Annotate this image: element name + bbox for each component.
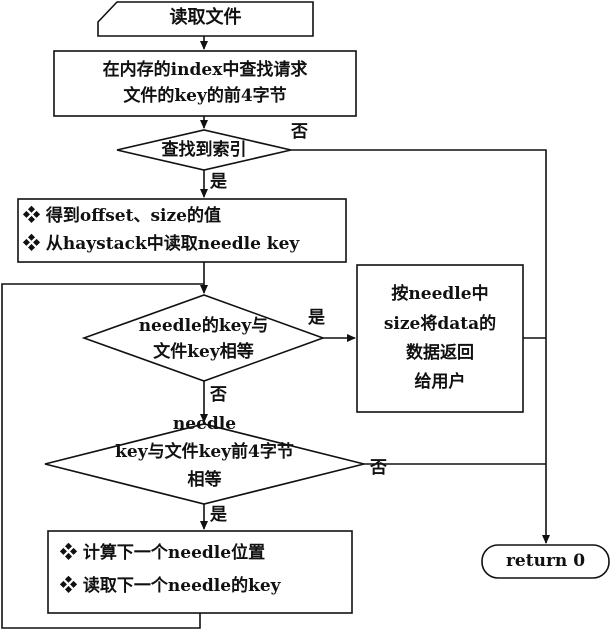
end-label: return 0 — [505, 551, 586, 571]
edge-label-found-yes: 是 — [210, 172, 227, 192]
lookup-label-line2: 文件的key的前4字节 — [123, 86, 287, 106]
edge-label-found-no: 否 — [291, 122, 308, 142]
read-key-label-line1: ❖ 得到offset、size的值 — [23, 206, 221, 226]
read-key-box — [17, 198, 347, 263]
return-data-label-line2: size将data的 — [383, 314, 497, 334]
read-key-label-line2: ❖ 从haystack中读取needle key — [23, 234, 300, 254]
found-index-label: 查找到索引 — [161, 140, 247, 160]
return-data-label-line3: 数据返回 — [406, 343, 474, 363]
cmp-full-label-line1: needle的key与 — [138, 316, 269, 336]
return-data-label-line4: 给用户 — [414, 372, 466, 392]
cmp-full-key-diamond — [81, 294, 326, 382]
edge-loop-back — [1, 283, 204, 629]
edge-label-full-yes: 是 — [308, 308, 325, 328]
cmp-full-label-line2: 文件key相等 — [153, 342, 254, 362]
edge-label-prefix-yes: 是 — [210, 505, 227, 525]
end-node — [481, 544, 610, 579]
edge-label-full-no: 否 — [210, 385, 227, 405]
cmp-prefix-diamond — [44, 423, 365, 505]
cmp-prefix-label-line1: needle — [172, 414, 237, 434]
next-needle-box — [47, 530, 353, 614]
cmp-prefix-label-line2: key与文件key前4字节 — [115, 442, 294, 462]
cmp-prefix-label-line3: 相等 — [187, 470, 222, 490]
lookup-box — [53, 50, 357, 117]
edge-label-prefix-no: 否 — [370, 458, 387, 478]
next-needle-label-line2: ❖ 读取下一个needle的key — [60, 576, 281, 596]
start-label: 读取文件 — [169, 7, 242, 28]
lookup-label-line1: 在内存的index中查找请求 — [102, 60, 308, 80]
return-data-label-line1: 按needle中 — [391, 284, 489, 304]
next-needle-label-line1: ❖ 计算下一个needle位置 — [60, 543, 266, 563]
edge-found-no-end — [291, 149, 550, 544]
start-node — [97, 1, 314, 37]
return-data-box — [356, 264, 524, 413]
